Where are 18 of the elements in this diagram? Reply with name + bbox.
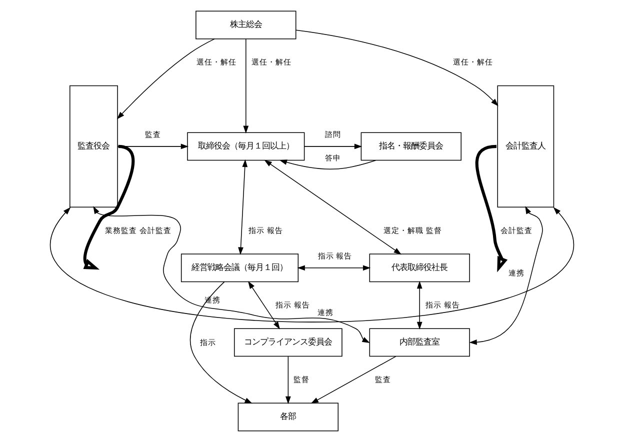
edge-label: 指示 — [200, 338, 216, 347]
edge-label: 指示 報告 — [275, 300, 310, 310]
edge-label: 選任・解任 — [196, 58, 236, 67]
edge-label: 選任・解任 — [453, 58, 494, 67]
edge-label: 諮問 — [325, 130, 342, 139]
edge-label: 連携 — [318, 308, 334, 317]
edge-label: 業務監査 会計監査 — [105, 226, 172, 235]
edge-label: 指示 報告 — [425, 300, 460, 310]
edge-label: 選定・解職 監督 — [383, 226, 442, 235]
edge-label: 連携 — [508, 268, 524, 278]
edge-label: 監査 — [144, 130, 161, 139]
edge-label: 指示 報告 — [318, 251, 352, 260]
edge-label: 指示 報告 — [248, 226, 284, 235]
edge-label: 会計監査 — [500, 226, 532, 235]
edge-label: 選任・解任 — [252, 58, 292, 67]
edge-label: 答申 — [325, 154, 342, 163]
edge-label: 監査 — [375, 375, 392, 384]
edge-label: 監督 — [294, 375, 310, 384]
